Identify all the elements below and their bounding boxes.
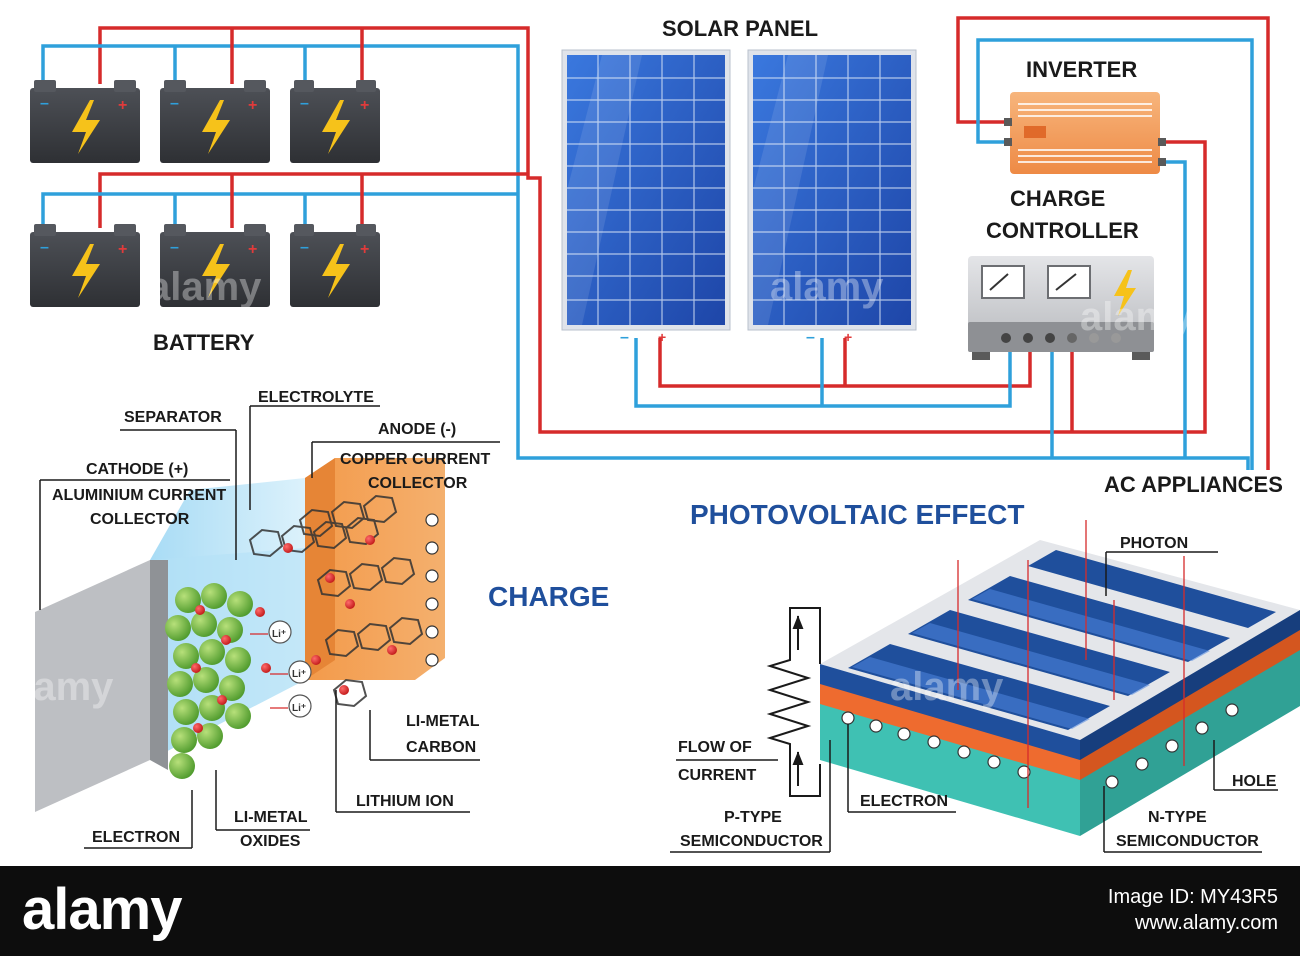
ac-appliances-label: AC APPLIANCES	[1104, 472, 1283, 497]
li-plus-label: Li⁺	[272, 629, 286, 640]
li-plus-label: Li⁺	[292, 703, 306, 714]
inverter	[1004, 92, 1166, 174]
charge-title: CHARGE	[488, 581, 609, 612]
li-metal-carbon-label-line2: CARBON	[406, 739, 476, 756]
battery-cell: – +	[290, 80, 380, 163]
site-url-text: www.alamy.com	[1135, 912, 1278, 934]
svg-text:–: –	[40, 239, 49, 256]
wiring	[41, 16, 1270, 470]
separator-label: SEPARATOR	[124, 409, 222, 426]
li-metal-oxides-label-line1: LI-METAL	[234, 809, 308, 826]
copper-collector-label-line1: COPPER CURRENT	[340, 451, 490, 468]
watermark: alamy	[0, 665, 114, 709]
electrolyte-label: ELECTROLYTE	[258, 389, 374, 406]
battery-cell: – +	[290, 224, 380, 307]
hole-label: HOLE	[1232, 773, 1277, 790]
svg-text:+: +	[118, 241, 127, 258]
electron-label-left: ELECTRON	[92, 829, 180, 846]
battery-cell: – +	[30, 80, 140, 163]
svg-text:–: –	[170, 95, 179, 112]
lithium-ion-cell: Li⁺ Li⁺ Li⁺	[35, 405, 500, 849]
li-metal-carbon-label-line1: LI-METAL	[406, 713, 480, 730]
svg-text:+: +	[118, 97, 127, 114]
solar-panel-label: SOLAR PANEL	[662, 16, 818, 41]
svg-text:–: –	[40, 95, 49, 112]
watermark: alamy	[1080, 295, 1194, 339]
lithium-ion-label: LITHIUM ION	[356, 793, 454, 810]
electron-label-right: ELECTRON	[860, 793, 948, 810]
svg-text:+: +	[360, 241, 369, 258]
svg-text:–: –	[620, 329, 629, 346]
svg-text:–: –	[806, 329, 815, 346]
n-type-label-line2: SEMICONDUCTOR	[1116, 833, 1259, 850]
solar-panel: – +	[561, 49, 731, 346]
svg-text:+: +	[248, 97, 257, 114]
photovoltaic-cell	[670, 520, 1300, 853]
svg-text:–: –	[300, 239, 309, 256]
flow-of-current-label-line1: FLOW OF	[678, 739, 752, 756]
li-metal-oxides-label-line2: OXIDES	[240, 833, 301, 850]
svg-text:+: +	[844, 329, 852, 345]
gauge-icon	[1047, 265, 1091, 299]
svg-text:+: +	[248, 241, 257, 258]
p-type-label-line1: P-TYPE	[724, 809, 782, 826]
battery-label: BATTERY	[153, 330, 255, 355]
watermark: alamy	[148, 265, 262, 309]
footer-bar: alamy Image ID: MY43R5 www.alamy.com	[0, 866, 1300, 956]
svg-text:+: +	[360, 97, 369, 114]
charge-controller-label-line1: CHARGE	[1010, 186, 1105, 211]
aluminium-collector-label-line1: ALUMINIUM CURRENT	[52, 487, 226, 504]
photon-label: PHOTON	[1120, 535, 1188, 552]
photovoltaic-title: PHOTOVOLTAIC EFFECT	[690, 499, 1024, 530]
svg-text:+: +	[658, 329, 666, 345]
lightning-icon	[202, 244, 230, 298]
lightning-icon	[72, 100, 100, 154]
footer-brand-logo: alamy	[22, 877, 182, 942]
lightning-icon	[1114, 270, 1136, 316]
watermark: alamy	[770, 265, 884, 309]
watermark: alamy	[890, 665, 1004, 709]
flow-of-current-label-line2: CURRENT	[678, 767, 756, 784]
svg-text:–: –	[170, 239, 179, 256]
charge-controller	[968, 256, 1154, 360]
inverter-label: INVERTER	[1026, 57, 1137, 82]
lightning-icon	[72, 244, 100, 298]
battery-cell: – +	[160, 224, 270, 307]
battery-bank: – + – + – + – +	[30, 80, 380, 307]
charge-controller-label-line2: CONTROLLER	[986, 218, 1139, 243]
cathode-label: CATHODE (+)	[86, 461, 188, 478]
lightning-icon	[322, 244, 350, 298]
anode-label: ANODE (-)	[378, 421, 456, 438]
lightning-icon	[322, 100, 350, 154]
p-type-label-line2: SEMICONDUCTOR	[680, 833, 823, 850]
n-type-label-line1: N-TYPE	[1148, 809, 1207, 826]
svg-text:–: –	[300, 95, 309, 112]
battery-cell: – +	[30, 224, 140, 307]
gauge-icon	[981, 265, 1025, 299]
battery-cell: – +	[160, 80, 270, 163]
copper-collector-label-line2: COLLECTOR	[368, 475, 468, 492]
solar-panel: – +	[747, 49, 917, 346]
li-plus-label: Li⁺	[292, 669, 306, 680]
image-id-text: Image ID: MY43R5	[1107, 886, 1278, 908]
footer-identification: Image ID: MY43R5 www.alamy.com	[1108, 884, 1278, 936]
aluminium-collector-label-line2: COLLECTOR	[90, 511, 190, 528]
lightning-icon	[202, 100, 230, 154]
solar-panels: – + – +	[561, 49, 917, 346]
